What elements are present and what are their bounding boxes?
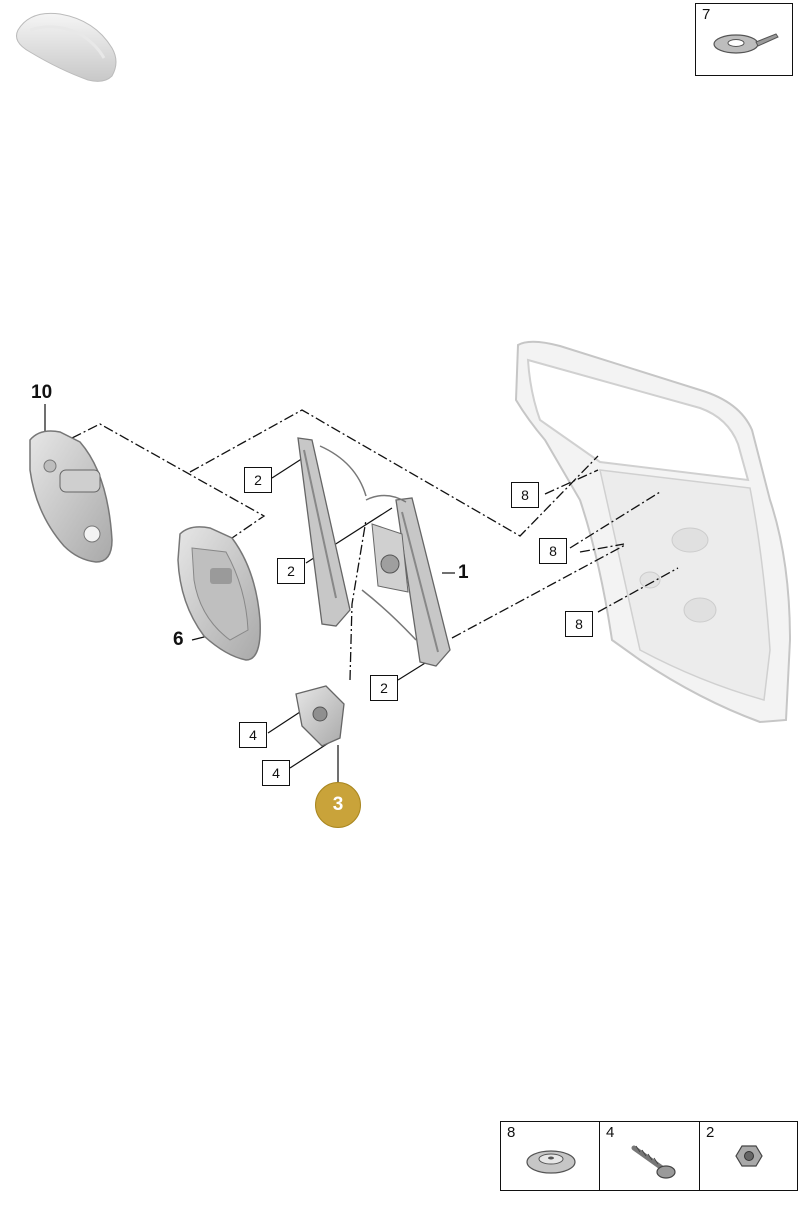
part-label-8-a: 8 [511, 482, 539, 508]
window-regulator-part [361, 494, 451, 667]
hex-nut-icon [735, 1145, 763, 1167]
legend-cell-clip: 8 [501, 1122, 600, 1190]
legend-cell-screw: 4 [600, 1122, 700, 1190]
screw-icon [631, 1145, 676, 1179]
trim-cover-part [177, 526, 261, 661]
part-label-4-b: 4 [262, 760, 290, 786]
leader-lines [71, 409, 679, 681]
grommet-clip-icon [526, 1150, 576, 1174]
part-label-6: 6 [173, 629, 184, 650]
legend-number-screw: 4 [606, 1124, 615, 1141]
seal-ring-icon [713, 33, 779, 54]
part-label-8-c: 8 [565, 611, 593, 637]
legend-number-clip: 8 [507, 1124, 516, 1141]
inset-7-number: 7 [702, 6, 711, 23]
motor-bracket-part [295, 685, 345, 747]
part-label-1: 1 [458, 562, 469, 583]
door-shell [514, 340, 792, 724]
part-label-4-a: 4 [239, 722, 267, 748]
car-silhouette-icon [16, 12, 117, 82]
legend-number-nut: 2 [706, 1124, 715, 1141]
guide-rail-left [297, 437, 367, 627]
part-callout-3[interactable]: 3 [315, 782, 361, 828]
inset-part-7: 7 [695, 3, 793, 76]
part-label-10: 10 [31, 382, 53, 403]
part-label-2-c: 2 [370, 675, 398, 701]
part-label-8-b: 8 [539, 538, 567, 564]
legend-cell-nut: 2 [700, 1122, 797, 1190]
motor-carrier-part [29, 430, 113, 563]
part-label-2-a: 2 [244, 467, 272, 493]
part-label-2-b: 2 [277, 558, 305, 584]
fastener-legend: 8 4 2 [500, 1121, 798, 1191]
